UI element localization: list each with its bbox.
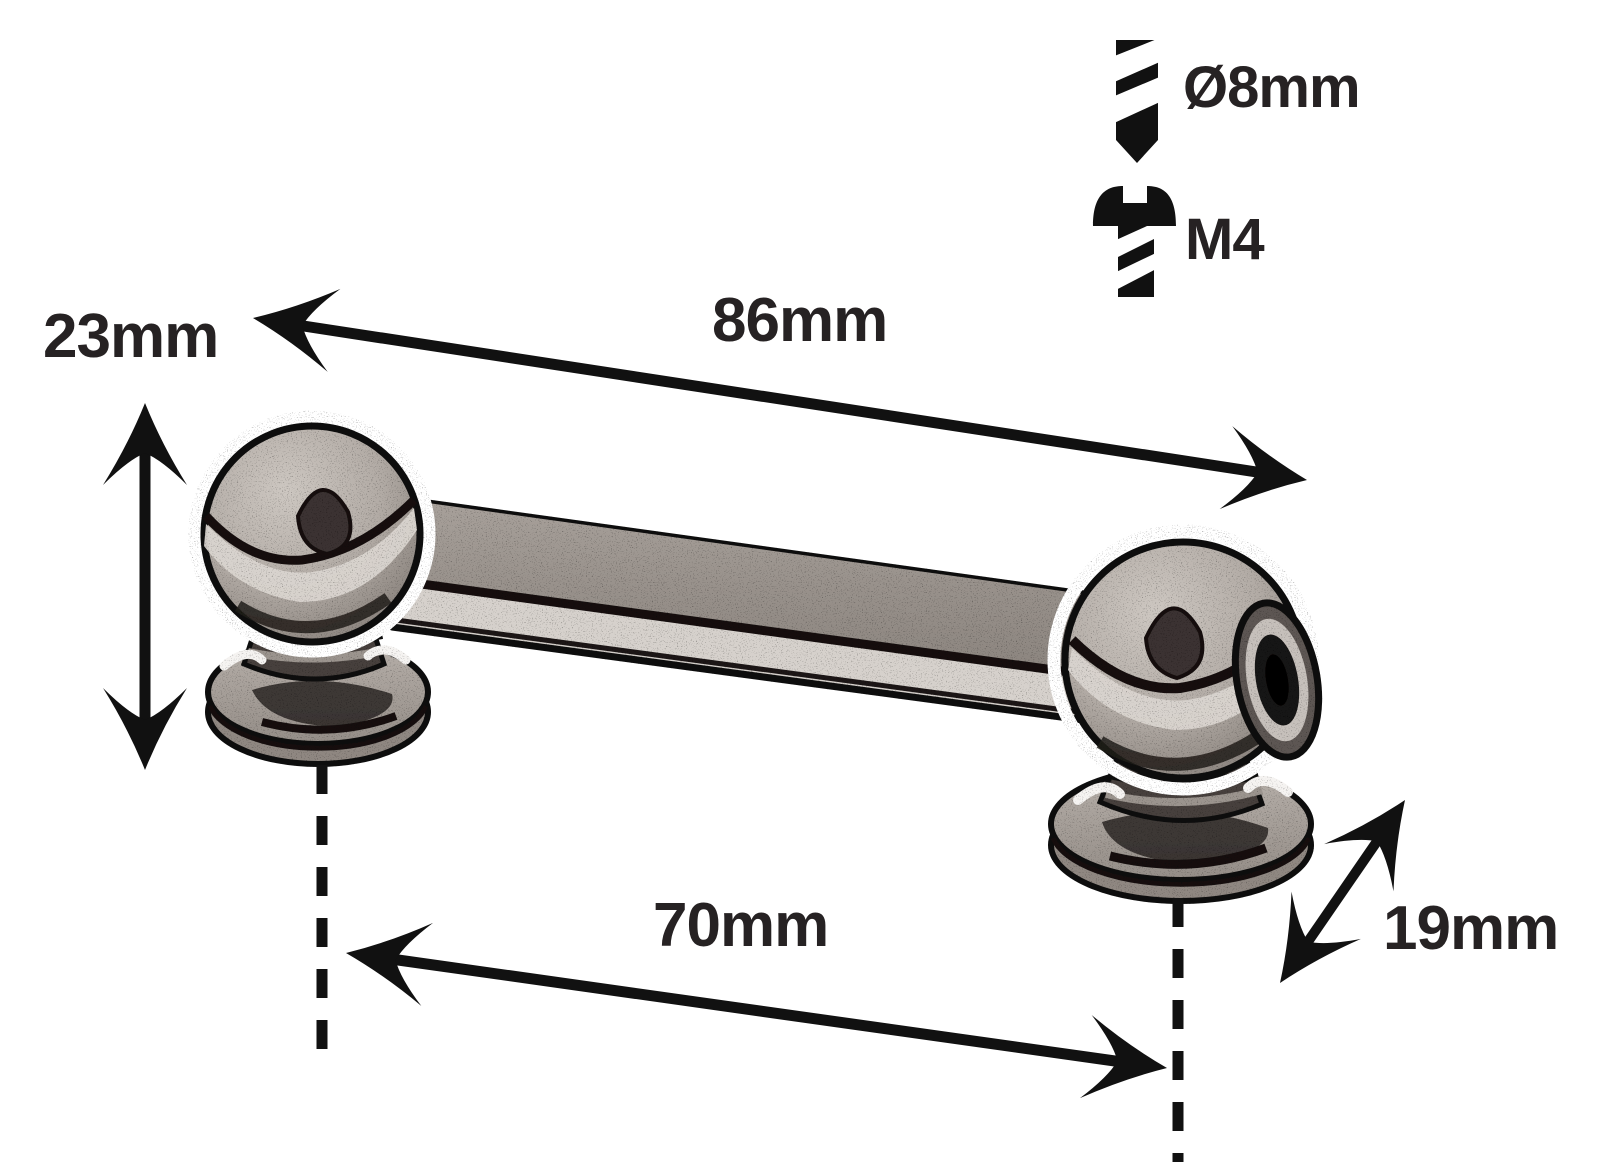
drill-bit-icon: [1116, 40, 1158, 163]
dimension-arrow-70mm: [340, 911, 1173, 1110]
label-flange-depth: 19mm: [1383, 894, 1559, 963]
label-hole-spacing: 70mm: [653, 891, 829, 960]
right-ball: [1047, 524, 1323, 796]
lug-photo: [188, 410, 1323, 904]
tube: [388, 494, 1102, 726]
threaded-hole: [1231, 599, 1323, 761]
label-overall-length: 86mm: [712, 286, 888, 355]
label-drill-diameter: Ø8mm: [1183, 55, 1361, 120]
dimension-arrow-86mm: [246, 276, 1314, 522]
dimension-arrow-23mm: [103, 403, 187, 770]
label-screw-thread: M4: [1185, 207, 1265, 272]
label-end-height: 23mm: [43, 302, 219, 371]
dimension-arrow-19mm: [1245, 776, 1440, 1007]
screw-head-icon: [1093, 186, 1176, 297]
left-ball: [188, 410, 436, 658]
